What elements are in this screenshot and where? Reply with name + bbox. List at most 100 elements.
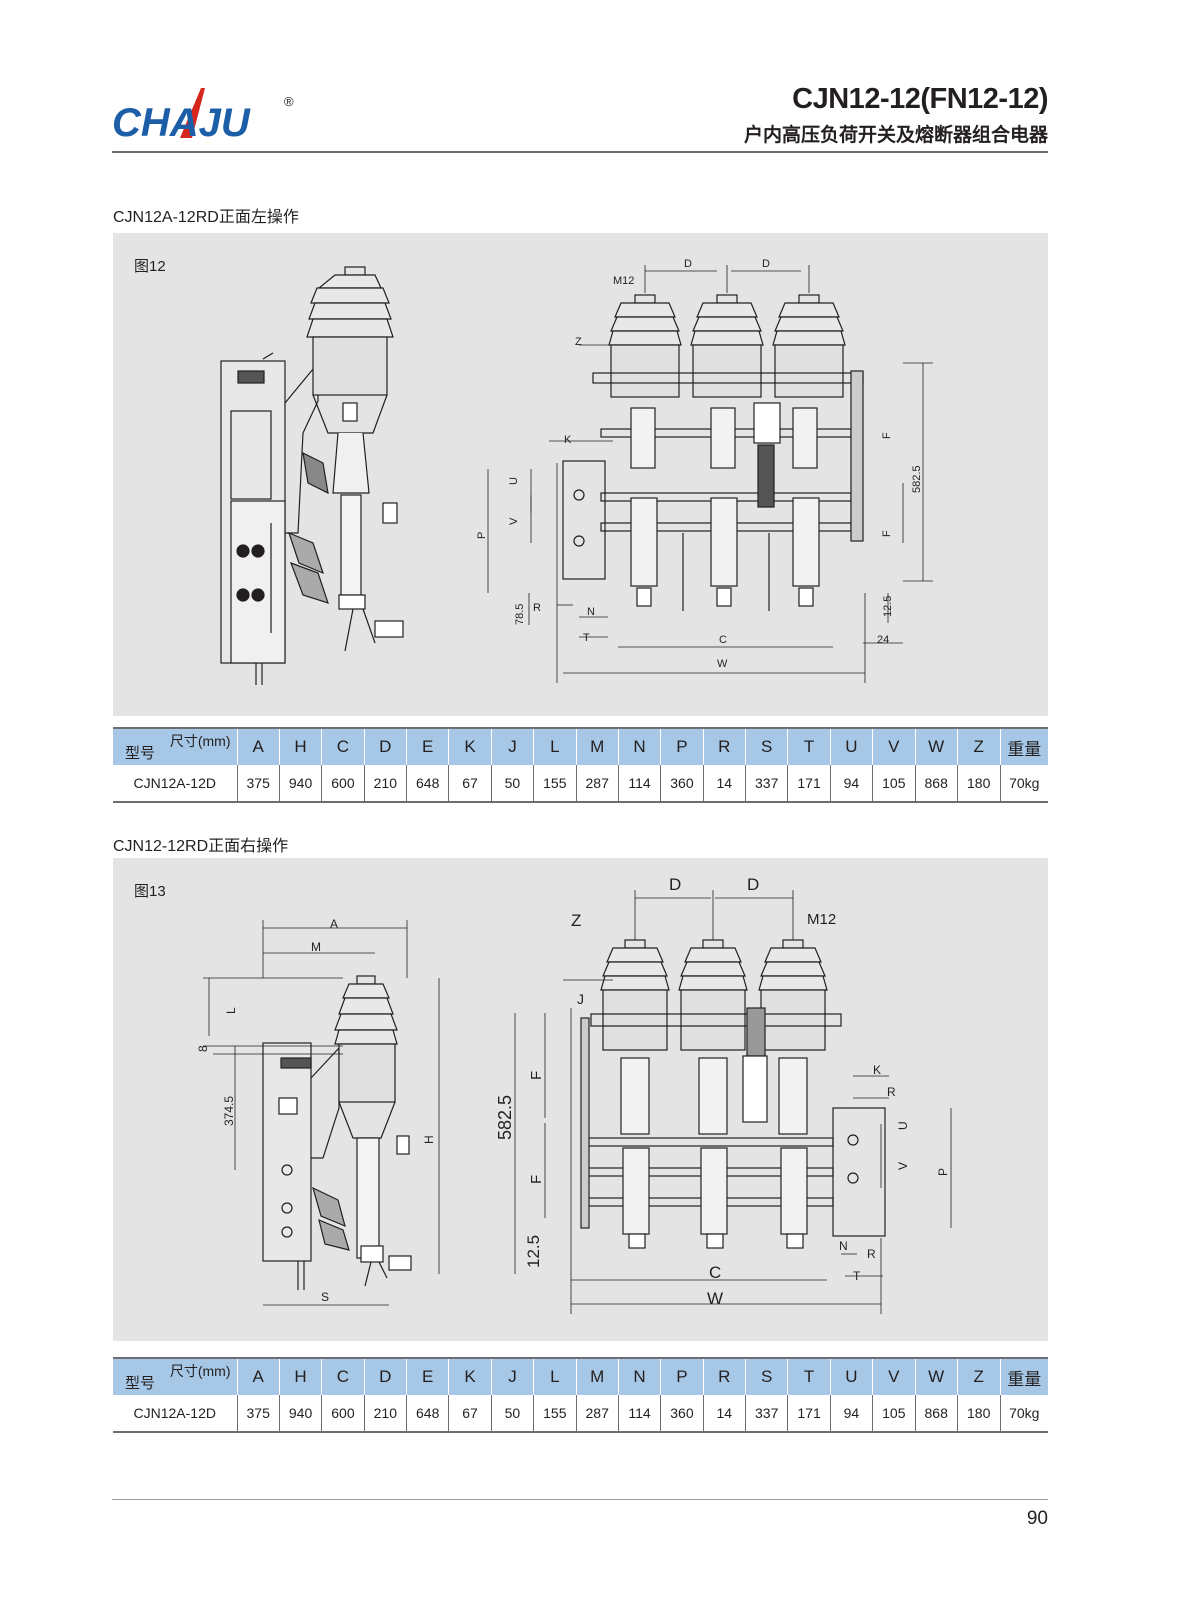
figure12-dimension-lines [487,265,933,683]
dim-r-label: R [533,602,541,614]
dim-m12-label: M12 [613,275,634,287]
logo-text: CHAJU [112,101,251,145]
dim-785-label: 78.5 [514,604,526,625]
section1-caption: CJN12A-12RD正面左操作 [113,209,299,226]
value-cell: 287 [575,1395,619,1433]
dim-j-label: J [577,991,584,1007]
value-cell: 94 [829,765,873,803]
dim-d2-label: D [762,258,770,270]
value-cell: 868 [914,765,958,803]
value-cell: 940 [278,765,322,803]
front-view-left-operation [562,294,864,611]
dim-f1-label: F [528,1071,545,1080]
value-cell: 171 [787,1395,831,1433]
column-header: P [660,1357,704,1395]
column-header: K [448,1357,492,1395]
value-cell: 70kg [999,765,1048,803]
value-cell: 337 [744,765,788,803]
model-column-label: 型号 [125,745,156,762]
brand-logo: CHAJU ® [112,82,312,154]
column-header: Z [956,727,1000,765]
dim-a-label: A [330,917,338,931]
column-header: J [490,727,534,765]
table-corner-header: 尺寸(mm)型号 [113,727,237,765]
dim-m-label: M [311,940,321,954]
registered-mark: ® [284,94,294,109]
dim-d2-label: D [747,875,759,894]
document-subtitle: 户内高压负荷开关及熔断器组合电器 [743,125,1048,146]
value-cell: 114 [617,765,661,803]
dim-n-label: N [587,606,595,618]
footer-divider [112,1499,1048,1500]
figure12-drawing: D D M12 Z K U V P F F 582.5 78.5 R N T C… [220,258,933,685]
dim-p-label: P [936,1168,950,1176]
dim-z-label: Z [575,336,582,348]
dim-w-label: W [717,658,728,670]
value-cell: 180 [956,1395,1000,1433]
column-header: A [236,1357,280,1395]
value-cell: 600 [321,1395,365,1433]
column-header: 重量 [999,1357,1048,1395]
column-header: L [533,727,576,765]
value-cell: 14 [702,765,746,803]
dim-d1-label: D [684,258,692,270]
figure13-label: 图13 [134,883,166,900]
value-cell: 67 [448,765,492,803]
dimension-unit-label: 尺寸(mm) [169,1363,231,1379]
dim-8-label: 8 [196,1045,210,1052]
value-cell: 114 [617,1395,661,1433]
column-header: W [914,727,958,765]
dim-v-label: V [896,1162,910,1170]
front-view-right-operation [580,939,886,1249]
model-cell: CJN12A-12D [113,765,237,803]
value-cell: 360 [660,765,704,803]
dim-c-label: C [719,634,727,646]
dim-u-label: U [896,1121,910,1130]
column-header: S [744,727,788,765]
value-cell: 14 [702,1395,746,1433]
column-header: C [321,1357,365,1395]
value-cell: 70kg [999,1395,1048,1433]
column-header: M [575,1357,619,1395]
dim-125-label: 12.5 [882,596,894,617]
figure12-panel: 图12 [113,233,1048,716]
value-cell: 94 [829,1395,873,1433]
dim-c-label: C [709,1263,721,1282]
dim-582-label: 582.5 [495,1095,515,1140]
dim-l-label: L [224,1007,238,1014]
column-header: K [448,727,492,765]
section2-caption: CJN12-12RD正面右操作 [113,838,289,855]
column-header: P [660,727,704,765]
model-cell: CJN12A-12D [113,1395,237,1433]
column-header: T [787,727,831,765]
value-cell: 360 [660,1395,704,1433]
column-header: 重量 [999,727,1048,765]
dim-f1-label: F [881,432,893,439]
value-cell: 105 [872,765,915,803]
dim-w-label: W [707,1289,723,1308]
dim-t-label: T [853,1269,861,1283]
value-cell: 155 [533,765,576,803]
dim-f2-label: F [881,530,893,537]
column-header: N [617,1357,661,1395]
dim-m12-label: M12 [807,911,836,928]
column-header: V [872,727,915,765]
dim-u-label: U [508,477,520,485]
value-cell: 155 [533,1395,576,1433]
value-cell: 940 [278,1395,322,1433]
column-header: N [617,727,661,765]
column-header: A [236,727,280,765]
header-divider [112,151,1048,153]
column-header: U [829,727,873,765]
dim-t-label: T [583,632,590,644]
dim-v-label: V [508,517,520,525]
value-cell: 375 [236,765,280,803]
column-header: V [872,1357,915,1395]
dim-p-label: P [476,532,488,539]
value-cell: 375 [236,1395,280,1433]
